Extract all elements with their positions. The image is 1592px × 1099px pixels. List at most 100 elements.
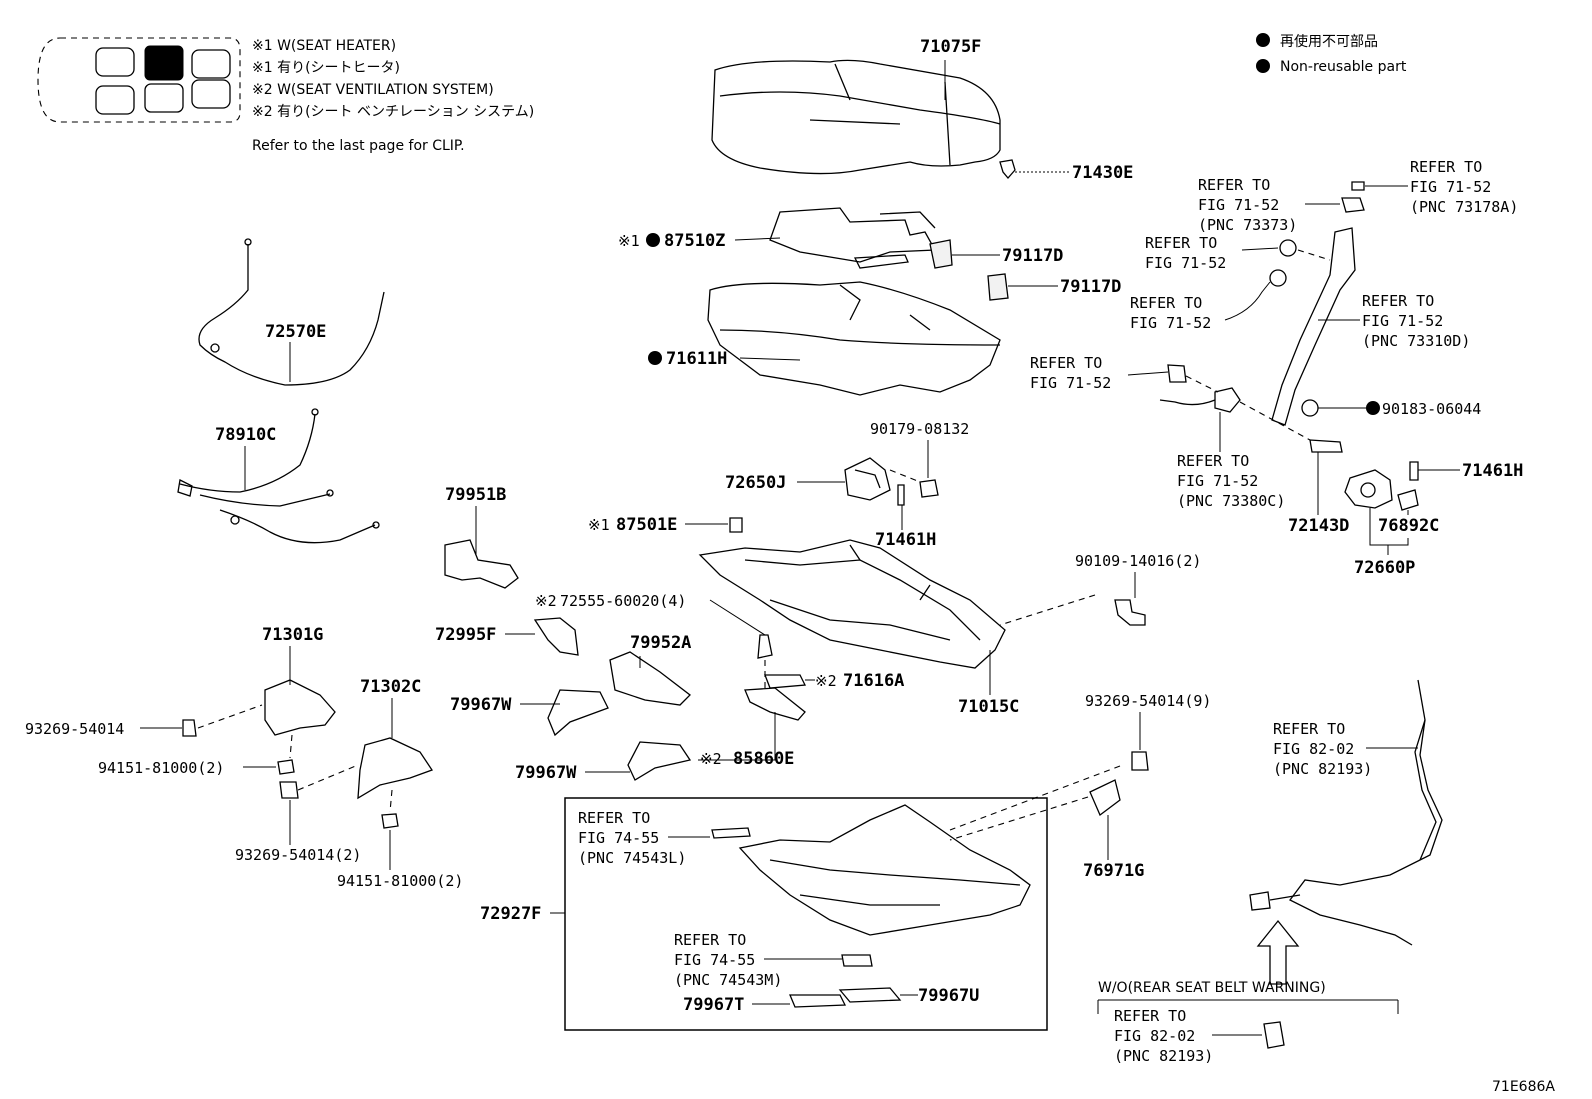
mark-87501E: ※1 <box>588 516 610 534</box>
seat-position-legend <box>37 37 241 123</box>
label-71461H-a: 71461H <box>875 530 936 550</box>
ref6-part <box>1167 364 1187 383</box>
clip-94151-a <box>277 759 295 775</box>
bracket-71301G <box>264 679 336 736</box>
ref2-line3: (PNC 73373) <box>1198 216 1297 234</box>
label-79967W-a: 79967W <box>450 695 512 715</box>
cable-78910C-drawing <box>177 408 380 544</box>
label-87501E: 87501E <box>616 515 677 535</box>
label-78910C: 78910C <box>215 425 276 445</box>
ref8-part <box>711 827 751 839</box>
legend-note-4: ※2 有り(シート ベンチレーション システム) <box>252 104 534 120</box>
label-79967W-b: 79967W <box>515 763 577 783</box>
bracket-71302C <box>357 737 433 800</box>
label-79951B: 79951B <box>445 485 506 505</box>
clip-94151-b <box>381 813 399 829</box>
label-72143D: 72143D <box>1288 516 1349 536</box>
ref7-line2: FIG 71-52 <box>1177 472 1258 490</box>
ref5-line3: (PNC 73310D) <box>1362 332 1470 350</box>
label-79952A: 79952A <box>630 633 691 653</box>
label-72570E: 72570E <box>265 322 326 342</box>
ref9-part <box>841 954 873 967</box>
legend-note-3: ※2 W(SEAT VENTILATION SYSTEM) <box>252 82 494 98</box>
ref2-line1: REFER TO <box>1198 176 1270 194</box>
ref1-part <box>1351 181 1365 191</box>
pad-79117D-b <box>987 273 1009 301</box>
ref3-line2: FIG 71-52 <box>1145 254 1226 272</box>
pad-79967W-a <box>547 689 609 737</box>
latch-72650J-drawing <box>844 457 891 501</box>
part-76892C <box>1397 489 1419 511</box>
label-90109-14016: 90109-14016(2) <box>1075 552 1201 570</box>
label-76971G: 76971G <box>1083 861 1144 881</box>
label-79967T: 79967T <box>683 995 744 1015</box>
label-72555-60020: 72555-60020(4) <box>560 592 686 610</box>
pad-79967U <box>838 987 902 1003</box>
cushion-pad-drawing <box>707 281 1001 396</box>
ref11-part <box>1263 1021 1285 1049</box>
label-79117D-a: 79117D <box>1002 246 1063 266</box>
ref10-line1: REFER TO <box>1273 720 1345 738</box>
ref4-line1: REFER TO <box>1130 294 1202 312</box>
label-71301G: 71301G <box>262 625 323 645</box>
tray-group-box <box>564 797 1048 1031</box>
label-71075F: 71075F <box>920 37 981 57</box>
filled-dot-icon <box>1256 33 1270 47</box>
filled-dot-icon <box>1256 59 1270 73</box>
nonreusable-en: Non-reusable part <box>1280 59 1407 75</box>
ref4-part <box>1269 269 1287 287</box>
ref7-line1: REFER TO <box>1177 452 1249 470</box>
label-93269-54014-a: 93269-54014 <box>25 720 124 738</box>
label-72995F: 72995F <box>435 625 496 645</box>
plate-72143D <box>1309 439 1343 453</box>
ref2-line2: FIG 71-52 <box>1198 196 1279 214</box>
ref9-line2: FIG 74-55 <box>674 951 755 969</box>
label-71611H: 71611H <box>666 349 727 369</box>
mark-85860E: ※2 <box>700 750 722 768</box>
label-71302C: 71302C <box>360 677 421 697</box>
ref11-line3: (PNC 82193) <box>1114 1047 1213 1065</box>
nut-90179 <box>919 479 939 498</box>
wire-harness-drawing <box>1249 679 1443 946</box>
label-71015C: 71015C <box>958 697 1019 717</box>
part-71616A <box>764 674 807 689</box>
ref5-line1: REFER TO <box>1362 292 1434 310</box>
recliner-72660P-drawing <box>1344 469 1393 509</box>
label-85860E: 85860E <box>733 749 794 769</box>
nonreusable-dot-87510Z <box>646 233 660 247</box>
ref10-line3: (PNC 82193) <box>1273 760 1372 778</box>
label-93269-54014-b: 93269-54014(2) <box>235 846 361 864</box>
label-72927F: 72927F <box>480 904 541 924</box>
tray-72927F-drawing <box>738 804 1031 936</box>
clip-71430E <box>999 159 1016 180</box>
spring-71461H-b <box>1409 461 1419 481</box>
ref5-line2: FIG 71-52 <box>1362 312 1443 330</box>
ref8-line1: REFER TO <box>578 809 650 827</box>
clip-note: Refer to the last page for CLIP. <box>252 138 465 154</box>
label-71616A: 71616A <box>843 671 904 691</box>
label-76892C: 76892C <box>1378 516 1439 536</box>
up-arrow-icon <box>1256 919 1300 985</box>
bolt-93269-a <box>182 719 197 737</box>
part-76971G <box>1089 779 1121 817</box>
label-94151-81000-b: 94151-81000(2) <box>337 872 463 890</box>
bushing-90183 <box>1301 399 1319 417</box>
ref4-line2: FIG 71-52 <box>1130 314 1211 332</box>
fastener-72555 <box>757 634 773 659</box>
ref11-line1: REFER TO <box>1114 1007 1186 1025</box>
legend-note-1: ※1 W(SEAT HEATER) <box>252 38 396 54</box>
heater-mat-drawing <box>769 207 937 269</box>
mark-71616A: ※2 <box>815 672 837 690</box>
ref7-line3: (PNC 73380C) <box>1177 492 1285 510</box>
seat-cover-drawing <box>711 59 1001 175</box>
ref3-line1: REFER TO <box>1145 234 1217 252</box>
bracket-72995F <box>533 617 579 656</box>
bolt-90109 <box>1114 599 1146 626</box>
label-72660P: 72660P <box>1354 558 1415 578</box>
part-87501E <box>729 517 743 533</box>
label-90179-08132: 90179-08132 <box>870 420 969 438</box>
ref6-line2: FIG 71-52 <box>1030 374 1111 392</box>
seat-frame-71015C-drawing <box>698 539 1006 669</box>
label-94151-81000-a: 94151-81000(2) <box>98 759 224 777</box>
mark-87510Z: ※1 <box>618 232 640 250</box>
